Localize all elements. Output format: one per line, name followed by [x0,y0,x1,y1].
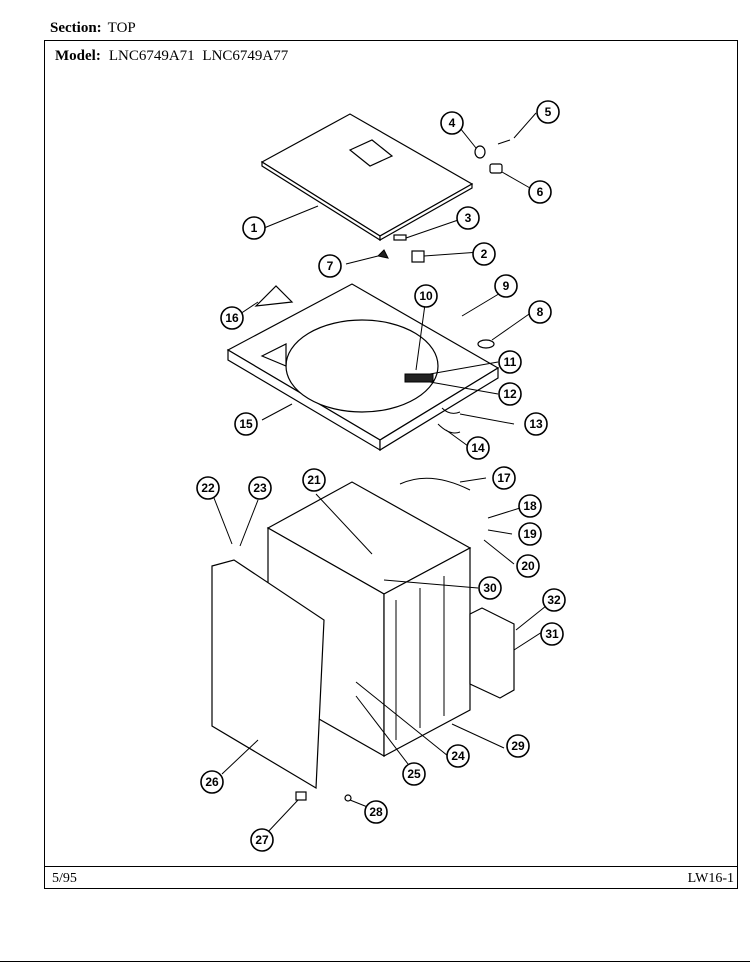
callout-4: 4 [440,111,464,135]
leader-lines [213,112,547,835]
callout-number: 16 [225,311,239,325]
callout-13: 13 [524,412,548,436]
callout-number: 30 [483,581,497,595]
page-code: LW16-1 [687,871,734,886]
callout-16: 16 [220,306,244,330]
lid-part [260,113,474,242]
callout-number: 28 [369,805,383,819]
callout-27: 27 [250,828,274,852]
revision-date: 5/95 [52,871,77,886]
diagram-frame [44,40,738,889]
callout-number: 5 [545,105,552,119]
callout-25: 25 [402,762,426,786]
callout-2: 2 [472,242,496,266]
callout-number: 12 [503,387,517,401]
callout-6: 6 [528,180,552,204]
callout-number: 25 [407,767,421,781]
callout-number: 10 [419,289,433,303]
callout-number: 13 [529,417,543,431]
model-label: Model: [55,48,101,64]
callout-number: 11 [504,355,517,369]
callout-19: 19 [518,522,542,546]
callout-26: 26 [200,770,224,794]
callout-number: 29 [511,739,525,753]
top-panel-part [226,283,500,452]
callout-20: 20 [516,554,540,578]
footer-divider [44,866,738,867]
section-value: TOP [107,20,136,36]
callout-32: 32 [542,588,566,612]
clip-part [295,791,307,801]
callout-number: 20 [521,559,535,573]
callout-17: 17 [492,466,516,490]
callout-22: 22 [196,476,220,500]
callout-10: 10 [414,284,438,308]
callout-number: 23 [253,481,267,495]
callout-7: 7 [318,254,342,278]
callout-number: 14 [471,441,485,455]
callout-23: 23 [248,476,272,500]
callout-number: 4 [449,116,456,130]
triangle-part [254,285,294,307]
callout-number: 31 [545,627,559,641]
model-heading: Model: LNC6749A71 LNC6749A77 [55,48,288,65]
callout-number: 24 [451,749,465,763]
section-heading: Section: TOP [50,20,136,37]
callout-5: 5 [536,100,560,124]
callout-21: 21 [302,468,326,492]
callout-29: 29 [506,734,530,758]
front-panel-part [211,559,325,790]
callout-11: 11 [498,350,522,374]
callout-12: 12 [498,382,522,406]
side-panel-part [469,607,515,699]
callout-9: 9 [494,274,518,298]
callout-28: 28 [364,800,388,824]
callout-number: 1 [251,221,258,235]
model-numbers: LNC6749A71 LNC6749A77 [108,48,289,64]
callout-18: 18 [518,494,542,518]
callout-number: 18 [523,499,537,513]
callout-number: 19 [523,527,537,541]
callout-number: 8 [537,305,544,319]
callout-number: 15 [239,417,253,431]
callout-number: 26 [205,775,219,789]
callout-number: 9 [503,279,510,293]
callout-number: 32 [547,593,561,607]
callout-14: 14 [466,436,490,460]
callout-24: 24 [446,744,470,768]
callout-number: 7 [327,259,334,273]
callout-8: 8 [528,300,552,324]
callout-15: 15 [234,412,258,436]
screw-part [344,794,352,802]
callout-number: 22 [201,481,215,495]
callout-31: 31 [540,622,564,646]
section-label: Section: [50,20,102,36]
page-bottom-rule [0,961,750,962]
callout-number: 3 [465,211,472,225]
callout-number: 2 [481,247,488,261]
callout-3: 3 [456,206,480,230]
callout-30: 30 [478,576,502,600]
callout-number: 27 [255,833,269,847]
callout-number: 21 [307,473,321,487]
callout-number: 17 [497,471,511,485]
callout-1: 1 [242,216,266,240]
callout-number: 6 [537,185,544,199]
